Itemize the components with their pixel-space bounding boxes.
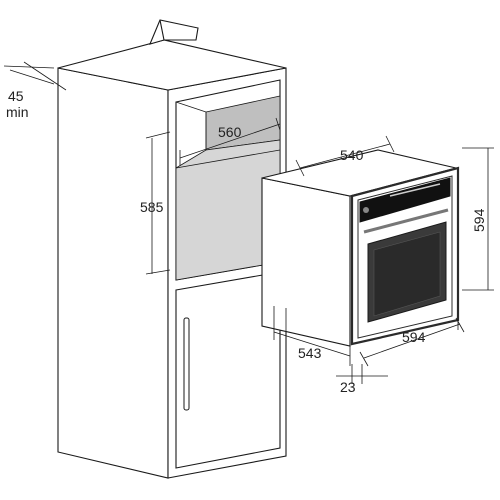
tall-cabinet (57, 19, 287, 479)
dimension-lines (3, 61, 494, 384)
door-handle (183, 317, 190, 411)
oven-control-panel (359, 177, 451, 223)
label-oven-height: 594 (471, 208, 487, 232)
label-rear-gap: 45 (8, 88, 24, 104)
label-niche-width: 560 (218, 124, 242, 140)
built-in-oven (261, 149, 460, 347)
oven-display (389, 183, 441, 197)
label-cabinet-depth: 543 (298, 345, 322, 361)
oven-knob (363, 207, 369, 213)
cabinet-door (175, 271, 281, 469)
oven-window-inner (373, 231, 441, 317)
dimension-labels: 45 min 560 585 540 594 594 543 23 (6, 88, 487, 395)
label-rear-gap-min: min (6, 104, 29, 120)
label-front-offset: 23 (340, 379, 356, 395)
cabinet-top (57, 39, 287, 91)
label-niche-height: 585 (140, 199, 164, 215)
oven-handle (363, 208, 449, 234)
label-oven-depth: 540 (340, 147, 364, 163)
oven-body-side (261, 177, 351, 347)
cabinet-back-panel (149, 19, 199, 45)
label-oven-width: 594 (402, 329, 426, 345)
